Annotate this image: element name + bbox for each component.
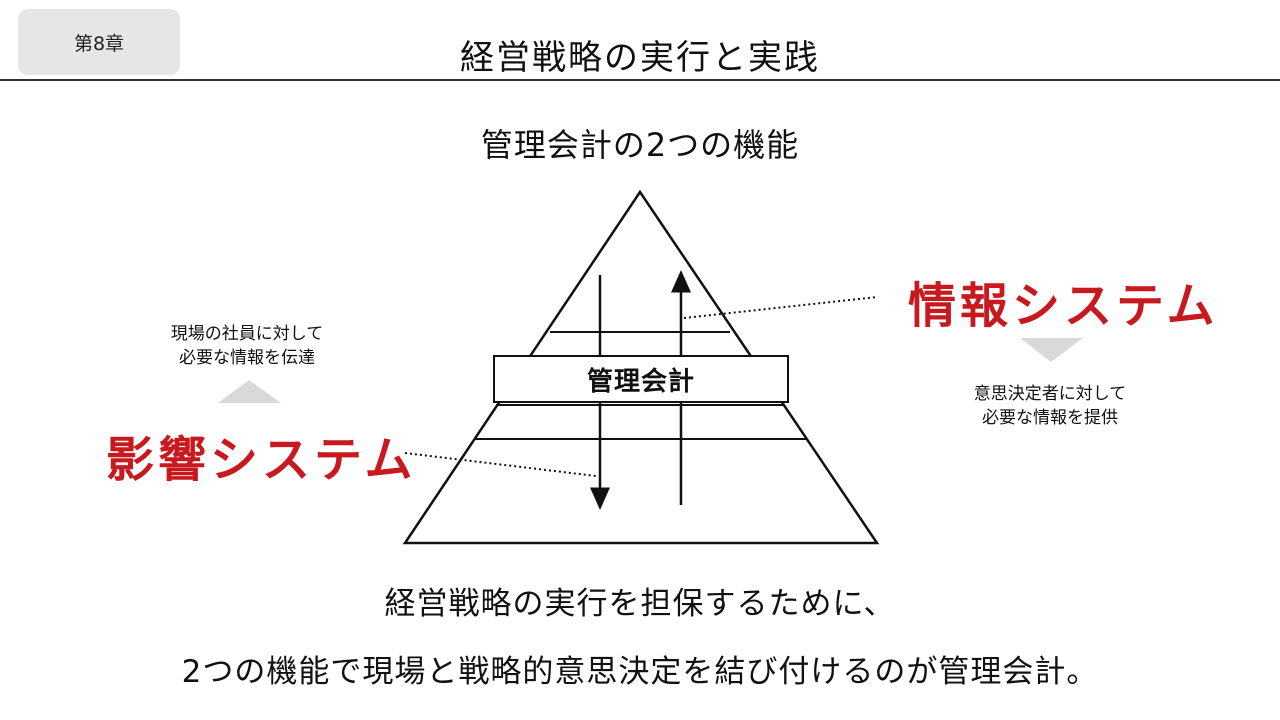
- info-system-connector: [683, 296, 878, 319]
- influence-system-label: 影響システム: [106, 432, 417, 488]
- down-indicator-triangle: [1020, 338, 1083, 362]
- conclusion-line-2: 2つの機能で現場と戦略的意思決定を結び付けるのが管理会計。: [181, 654, 1099, 690]
- chapter-badge: 第8章: [18, 9, 180, 75]
- influence-system-note: 現場の社員に対して 必要な情報を伝達: [147, 322, 347, 370]
- information-system-label: 情報システム: [908, 278, 1219, 334]
- influence-system-note-line: 現場の社員に対して: [170, 324, 324, 344]
- management-accounting-label: 管理会計: [586, 366, 695, 397]
- conclusion-line-1: 経営戦略の実行を担保するために、: [384, 586, 896, 622]
- influence-system-note-line: 必要な情報を伝達: [179, 348, 315, 368]
- influence-system-connector: [404, 452, 597, 477]
- up-indicator-triangle: [218, 380, 281, 403]
- title-divider: [0, 79, 1280, 81]
- information-system-note: 意思決定者に対して 必要な情報を提供: [950, 382, 1150, 430]
- diagram-title: 管理会計の2つの機能: [480, 126, 800, 164]
- information-system-note-line: 意思決定者に対して: [973, 384, 1127, 404]
- management-accounting-box: [493, 355, 789, 403]
- information-system-note-line: 必要な情報を提供: [982, 408, 1118, 428]
- page-title: 経営戦略の実行と実践: [460, 38, 820, 78]
